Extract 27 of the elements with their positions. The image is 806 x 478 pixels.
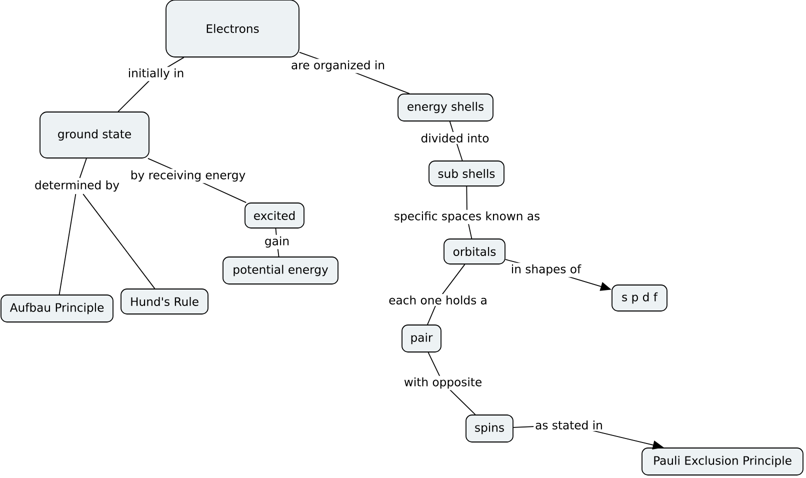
connector-line xyxy=(82,194,156,289)
edge-label: are organized in xyxy=(290,58,386,74)
concept-box: sub shells xyxy=(428,160,504,186)
concept-box: Pauli Exclusion Principle xyxy=(642,448,804,476)
edge-label: by receiving energy xyxy=(128,168,248,184)
concept-box: ground state xyxy=(40,112,150,158)
concept-box: excited xyxy=(244,202,304,228)
concept-box: s p d f xyxy=(612,284,668,312)
connector-line xyxy=(58,194,76,295)
edge-label: specific spaces known as xyxy=(392,210,542,224)
connector-line xyxy=(79,158,87,178)
concept-box: orbitals xyxy=(444,238,506,264)
concept-box: Electrons xyxy=(166,0,300,58)
edge-label: with opposite xyxy=(402,376,484,390)
concept-box: pair xyxy=(402,324,442,352)
edge-label: divided into xyxy=(419,132,491,144)
concept-box: potential energy xyxy=(222,256,338,284)
concept-box: energy shells xyxy=(398,94,494,122)
concept-box: Aufbau Principle xyxy=(0,294,114,322)
concept-box: spins xyxy=(466,414,514,442)
edge-label: gain xyxy=(262,234,292,250)
edge-label: in shapes of xyxy=(509,262,583,278)
edge-label: each one holds a xyxy=(387,294,489,306)
concept-box: Hund's Rule xyxy=(120,288,208,314)
edge-label: initially in xyxy=(126,66,186,82)
linking-phrase: determined by xyxy=(35,180,120,192)
edge-label: as stated in xyxy=(534,419,604,431)
